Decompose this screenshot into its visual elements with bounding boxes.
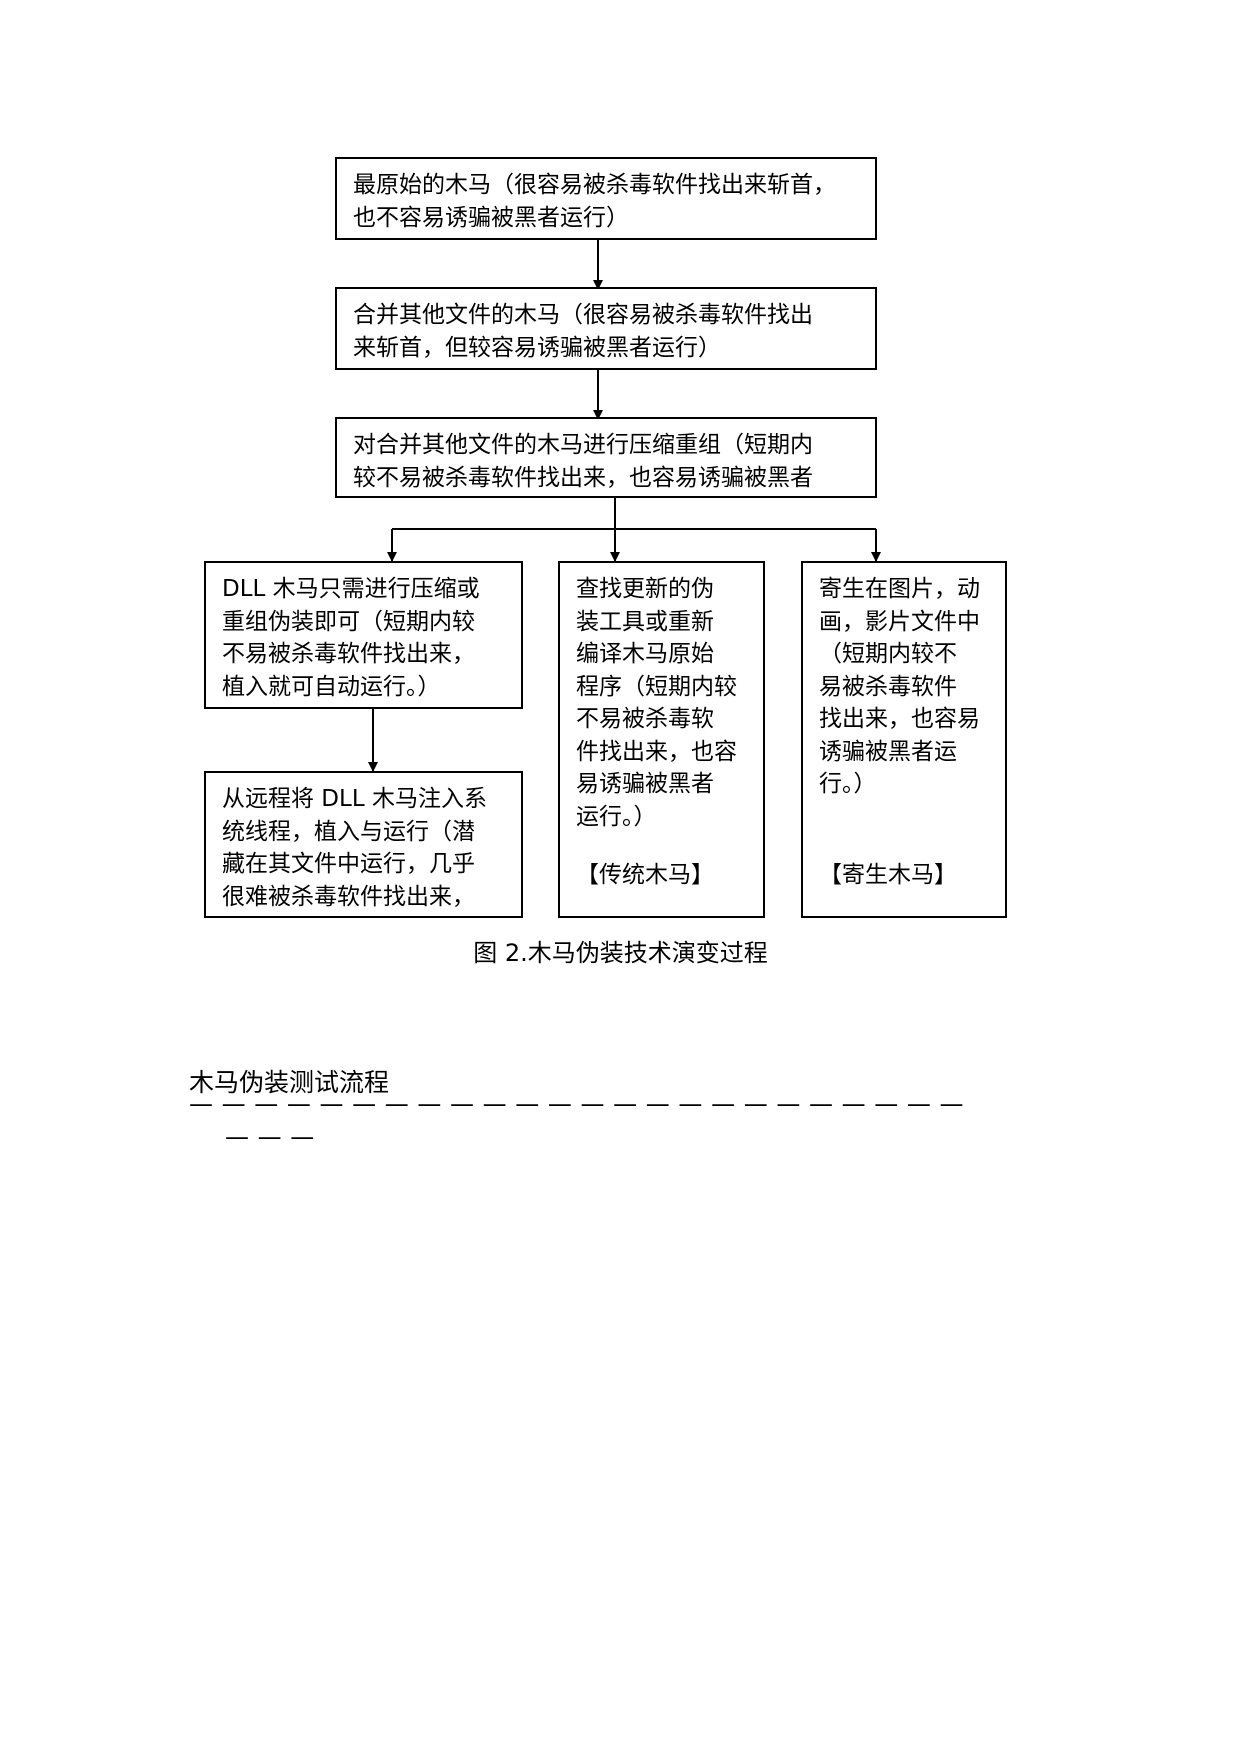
box-text-line: 易被杀毒软件 xyxy=(819,673,957,700)
box-text-line: 程序（短期内较 xyxy=(576,673,737,700)
box-text-line: 易诱骗被黑者 xyxy=(576,771,714,797)
figure-caption: 图 2.木马伪装技术演变过程 xyxy=(473,939,768,967)
box-text-line: 画，影片文件中 xyxy=(819,608,980,635)
box-text-line: 对合并其他文件的木马进行压缩重组（短期内 xyxy=(353,432,813,458)
box-text-line: 藏在其文件中运行，几乎 xyxy=(222,851,475,877)
box-text-line: 较不易被杀毒软件找出来，也容易诱骗被黑者 xyxy=(353,464,813,491)
box-parasitic-trojan: 寄生在图片，动 画，影片文件中 （短期内较不 易被杀毒软件 找出来，也容易 诱骗… xyxy=(801,561,1007,918)
box-text-line: 寄生在图片，动 xyxy=(819,576,980,602)
box-text-line: 重组伪装即可（短期内较 xyxy=(222,608,475,635)
box-text-line: 从远程将 DLL 木马注入系 xyxy=(222,786,487,812)
box-text-line: 不易被杀毒软件找出来， xyxy=(222,641,475,667)
box-text-line: 合并其他文件的木马（很容易被杀毒软件找出 xyxy=(353,302,813,328)
box-text-line: 查找更新的伪 xyxy=(576,576,714,602)
box-text-line: 编译木马原始 xyxy=(576,641,714,667)
box-text-line: （短期内较不 xyxy=(819,641,957,667)
box-merged-file-trojan: 合并其他文件的木马（很容易被杀毒软件找出 来斩首，但较容易诱骗被黑者运行） xyxy=(335,287,877,370)
box-text-line: DLL 木马只需进行压缩或 xyxy=(222,576,480,602)
box-text-line: 运行。） xyxy=(576,803,657,830)
box-text-line: 找出来，也容易 xyxy=(819,706,980,732)
traditional-trojan-tag: 【传统木马】 xyxy=(576,862,714,888)
box-text-line: 行。） xyxy=(819,771,877,797)
dash-line: — — — — — — — — — — — — — — — — — — — — … xyxy=(189,1090,964,1118)
box-text-line: 统线程，植入与运行（潜 xyxy=(222,818,475,845)
box-text-line: 很难被杀毒软件找出来， xyxy=(222,883,475,910)
box-text-line: 来斩首，但较容易诱骗被黑者运行） xyxy=(353,334,721,361)
box-text-line: 诱骗被黑者运 xyxy=(819,738,957,765)
box-original-trojan: 最原始的木马（很容易被杀毒软件找出来斩首， 也不容易诱骗被黑者运行） xyxy=(335,157,877,240)
box-traditional-trojan: 查找更新的伪 装工具或重新 编译木马原始 程序（短期内较 不易被杀毒软 件找出来… xyxy=(558,561,765,918)
parasitic-trojan-tag: 【寄生木马】 xyxy=(819,861,957,888)
box-compressed-trojan: 对合并其他文件的木马进行压缩重组（短期内 较不易被杀毒软件找出来，也容易诱骗被黑… xyxy=(335,417,877,498)
dash-line-continued: — — — xyxy=(225,1123,315,1151)
box-text-line: 件找出来，也容 xyxy=(576,738,737,765)
box-text-line: 也不容易诱骗被黑者运行） xyxy=(353,204,629,231)
box-text-line: 不易被杀毒软 xyxy=(576,706,714,732)
box-dll-trojan: DLL 木马只需进行压缩或 重组伪装即可（短期内较 不易被杀毒软件找出来， 植入… xyxy=(204,561,523,709)
box-text-line: 最原始的木马（很容易被杀毒软件找出来斩首， xyxy=(353,172,836,198)
section-heading: 木马伪装测试流程 xyxy=(189,1068,390,1097)
box-text-line: 装工具或重新 xyxy=(576,608,714,635)
box-remote-dll-injection: 从远程将 DLL 木马注入系 统线程，植入与运行（潜 藏在其文件中运行，几乎 很… xyxy=(204,771,523,918)
box-text-line: 植入就可自动运行。） xyxy=(222,673,441,700)
